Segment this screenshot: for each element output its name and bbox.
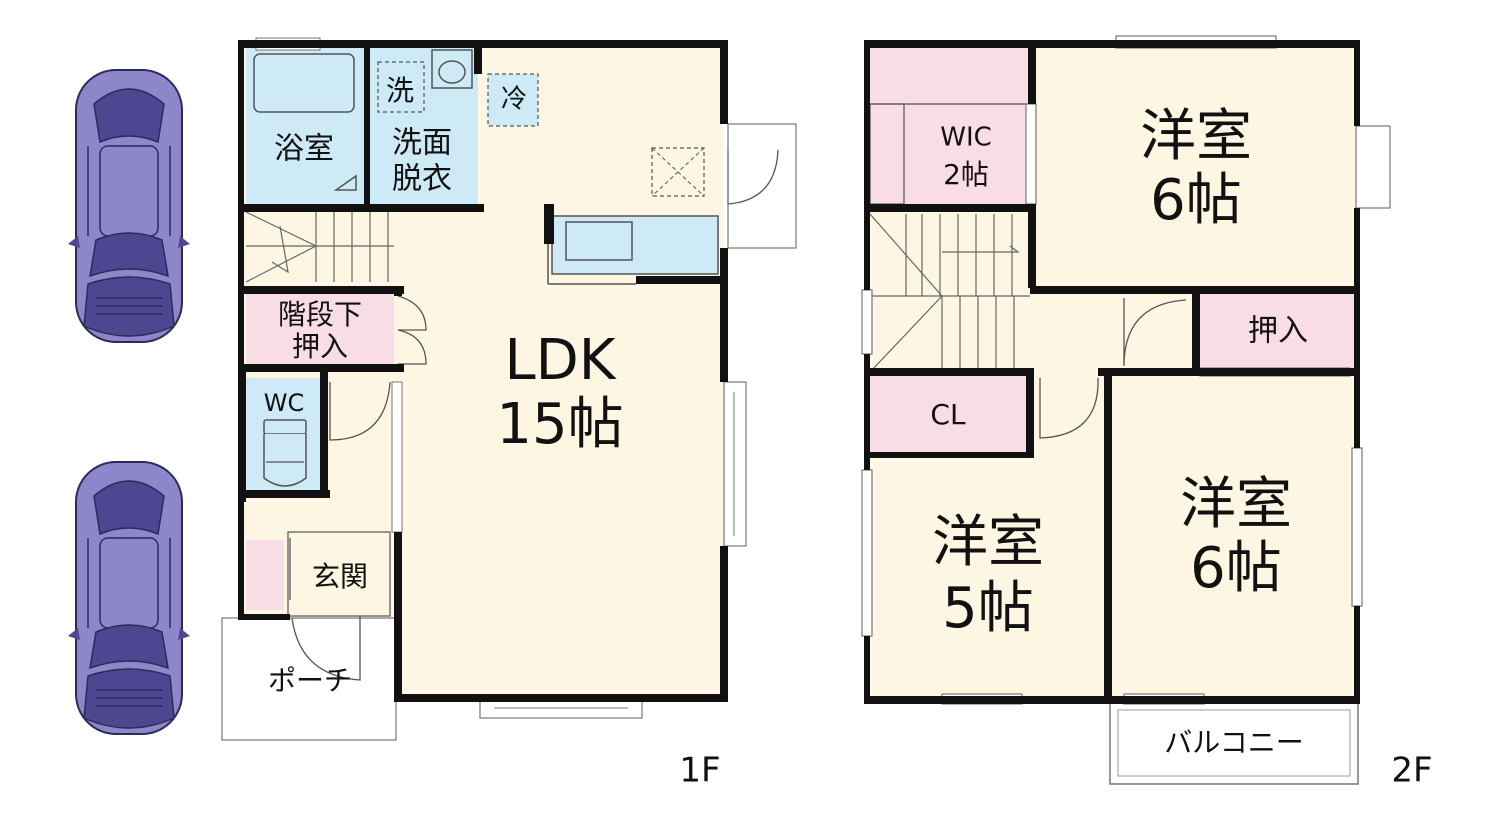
- floor-1: 浴室 洗 洗面 脱衣 冷 LDK 15帖 階段下 押入 WC 玄関 ポーチ 1F: [221, 37, 797, 791]
- ldk-label-1: LDK: [504, 328, 616, 393]
- washroom-label-1: 洗面: [392, 126, 452, 161]
- range-hood: [651, 147, 705, 197]
- staircase-icon: [245, 211, 394, 283]
- car-icon: [67, 461, 191, 735]
- floor-2: WIC 2帖 洋室 6帖 押入 CL 洋室 5帖 洋室 6帖 バルコニー 2F: [861, 35, 1433, 791]
- porch-label: ポーチ: [268, 664, 352, 697]
- shoe-closet: [246, 540, 284, 610]
- car-icon: [67, 69, 191, 343]
- western-ne-label-1: 洋室: [1140, 104, 1252, 169]
- door-swing-icon: [1039, 298, 1187, 439]
- fridge-label: 冷: [501, 85, 527, 115]
- wc-label: WC: [264, 389, 305, 417]
- washer-label: 洗: [386, 74, 414, 107]
- wic-label-1: WIC: [940, 123, 992, 153]
- floor-2-label: 2F: [1391, 751, 1432, 791]
- kitchen-counter-icon: [551, 215, 719, 275]
- bath-label: 浴室: [274, 132, 334, 167]
- cl-closet: [870, 376, 1028, 454]
- washroom-label-2: 脱衣: [392, 162, 452, 197]
- ldk-label-2: 15帖: [496, 392, 623, 457]
- floor-1-label: 1F: [679, 751, 720, 791]
- understair-closet: [246, 292, 394, 364]
- wic-label-2: 2帖: [943, 158, 989, 191]
- oshiire-label: 押入: [1248, 314, 1308, 349]
- cl-label: CL: [930, 398, 966, 431]
- oshiire-closet: [1200, 292, 1354, 372]
- staircase-icon: [869, 213, 1030, 373]
- washer-space: [377, 61, 425, 113]
- toilet-icon: [263, 419, 307, 435]
- fridge-space: [487, 73, 539, 127]
- understair-label-1: 階段下: [278, 298, 362, 331]
- western-sw-label-1: 洋室: [932, 510, 1044, 575]
- sink-icon: [431, 49, 473, 89]
- western-se-label-1: 洋室: [1180, 472, 1292, 537]
- porch: [221, 617, 397, 741]
- balcony: [1109, 701, 1359, 785]
- western-ne-label-2: 6帖: [1150, 168, 1242, 233]
- western-sw-label-2: 5帖: [942, 576, 1034, 641]
- understair-label-2: 押入: [292, 330, 348, 363]
- door-swing-icon: [289, 149, 779, 681]
- bathtub-icon: [253, 53, 355, 113]
- balcony-label: バルコニー: [1164, 726, 1303, 759]
- entrance-label: 玄関: [312, 560, 368, 593]
- western-se-label-2: 6帖: [1190, 536, 1282, 601]
